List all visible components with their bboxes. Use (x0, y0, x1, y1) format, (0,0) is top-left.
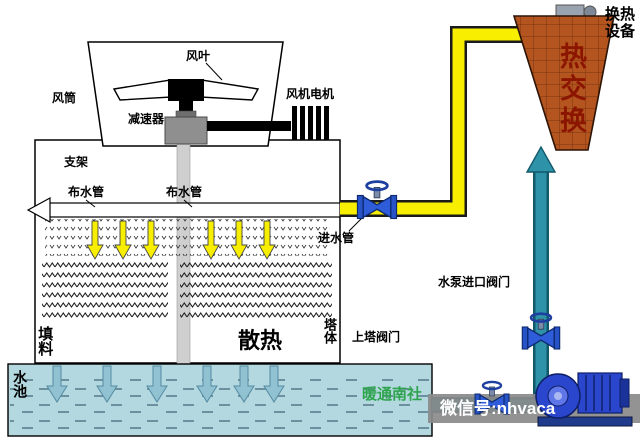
label-heat-exchange: 热交换 (556, 42, 587, 138)
label-fill-material: 填料 (36, 326, 54, 356)
label-wind-duct: 风筒 (52, 91, 77, 105)
fan-assembly (112, 79, 329, 145)
distribution-pipe (26, 196, 341, 224)
reducer-box (164, 116, 208, 145)
teal-riser-pipe (525, 145, 557, 400)
water-pool (7, 363, 433, 437)
label-dist-pipe-right: 布水管 (166, 185, 203, 199)
water-pump (535, 372, 633, 427)
cooling-tower (26, 41, 364, 393)
label-water-pool: 水池 (12, 370, 29, 398)
spray-arrows (86, 220, 276, 260)
watermark-white-text: 微信号:nhvaca (440, 399, 556, 418)
label-heat-dissipation: 散热 (238, 328, 283, 353)
fill-block-left (42, 258, 168, 322)
label-heat-exchange-equipment: 换热设备 (605, 6, 636, 41)
label-support: 支架 (64, 155, 89, 169)
label-tower-body: 塔体 (321, 318, 337, 344)
flow-arrow-up (525, 145, 557, 173)
spray-zone (45, 219, 330, 256)
fan-motor-coil (292, 106, 329, 140)
watermark-green-text: 暖通南社 (362, 386, 423, 403)
fill-block-right (180, 258, 332, 322)
label-reducer: 减速器 (128, 112, 165, 126)
pool-arrows (46, 365, 285, 403)
yellow-pipe (340, 26, 522, 217)
label-fan-blade: 风叶 (186, 49, 211, 63)
label-fan-motor: 风机电机 (286, 87, 335, 101)
label-inlet-pipe: 进水管 (318, 231, 355, 245)
label-dist-pipe-left: 布水管 (68, 185, 105, 199)
label-pump-inlet-valve: 水泵进口阀门 (438, 275, 511, 289)
flow-arrow-left (26, 196, 51, 224)
pointer-lines (85, 62, 364, 232)
label-tower-valve: 上塔阀门 (352, 330, 401, 344)
